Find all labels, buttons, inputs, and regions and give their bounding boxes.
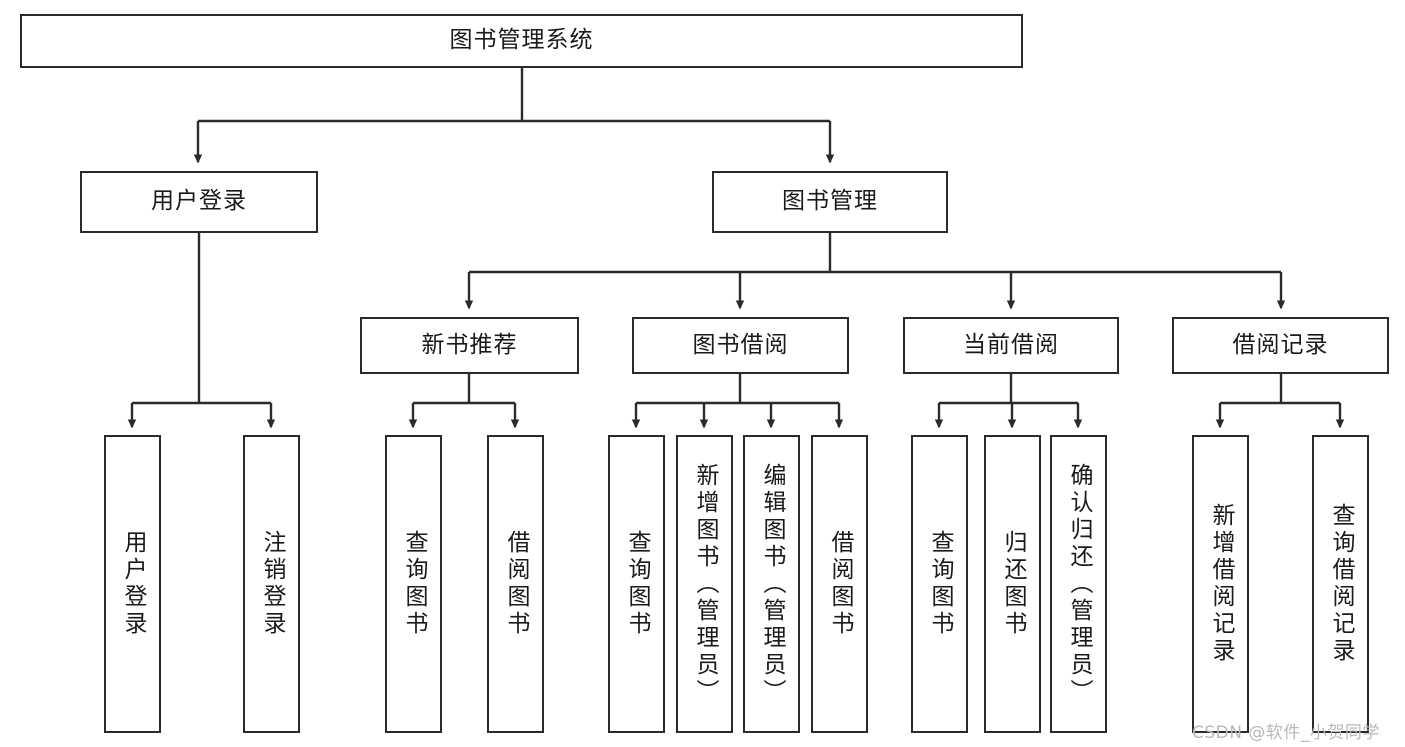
leaf-node[interactable]: 查询图书: [385, 435, 442, 733]
node-user-login[interactable]: 用户登录: [80, 171, 318, 233]
node-user-login-label: 用户登录: [151, 188, 247, 215]
leaf-node[interactable]: 借阅图书: [811, 435, 868, 733]
node-book-management[interactable]: 图书管理: [712, 171, 948, 233]
leaf-node[interactable]: 注销登录: [243, 435, 300, 733]
node-borrow-record-label: 借阅记录: [1232, 331, 1329, 358]
leaf-node[interactable]: 查询图书: [608, 435, 665, 733]
leaf-node-label: 编辑图书（管理员）: [759, 462, 785, 706]
leaf-node-label: 新增图书（管理员）: [692, 462, 718, 706]
node-root-label: 图书管理系统: [449, 27, 594, 54]
leaf-node[interactable]: 新增图书（管理员）: [676, 435, 733, 733]
leaf-node[interactable]: 查询图书: [911, 435, 968, 733]
leaf-node[interactable]: 查询借阅记录: [1312, 435, 1369, 733]
leaf-node-label: 借阅图书: [827, 530, 853, 638]
leaf-node[interactable]: 新增借阅记录: [1192, 435, 1249, 733]
node-root[interactable]: 图书管理系统: [20, 14, 1023, 68]
leaf-node[interactable]: 用户登录: [104, 435, 161, 733]
csdn-watermark: CSDN @软件_小贺同学: [1192, 723, 1380, 743]
leaf-node-label: 新增借阅记录: [1208, 503, 1234, 665]
node-current-borrow-label: 当前借阅: [963, 331, 1059, 358]
leaf-node-label: 归还图书: [1000, 530, 1026, 638]
leaf-node-label: 借阅图书: [503, 530, 529, 638]
leaf-node[interactable]: 借阅图书: [487, 435, 544, 733]
leaf-node-label: 查询借阅记录: [1328, 503, 1354, 665]
leaf-node-label: 用户登录: [120, 530, 146, 638]
node-new-book-recommend[interactable]: 新书推荐: [360, 317, 579, 374]
node-current-borrow[interactable]: 当前借阅: [903, 317, 1119, 374]
node-new-book-recommend-label: 新书推荐: [421, 331, 518, 358]
leaf-node-label: 查询图书: [927, 530, 953, 638]
leaf-node[interactable]: 归还图书: [984, 435, 1041, 733]
leaf-node-label: 注销登录: [259, 530, 285, 638]
leaf-node-label: 确认归还（管理员）: [1066, 462, 1092, 706]
leaf-node-label: 查询图书: [624, 530, 650, 638]
leaf-node-label: 查询图书: [401, 530, 427, 638]
node-book-borrow-label: 图书借阅: [692, 331, 789, 358]
leaf-node[interactable]: 确认归还（管理员）: [1050, 435, 1107, 733]
leaf-node[interactable]: 编辑图书（管理员）: [743, 435, 800, 733]
node-borrow-record[interactable]: 借阅记录: [1172, 317, 1389, 374]
node-book-borrow[interactable]: 图书借阅: [632, 317, 849, 374]
node-book-management-label: 图书管理: [782, 188, 878, 215]
